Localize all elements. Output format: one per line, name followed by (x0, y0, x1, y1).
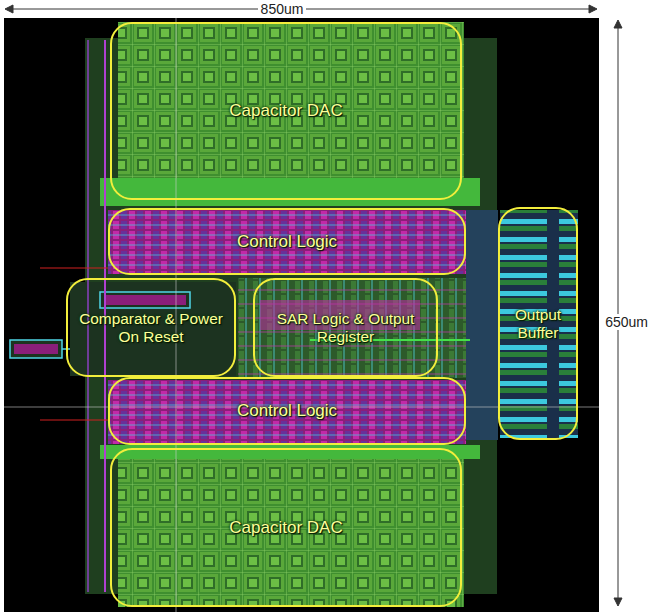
region-label: Output Buffer (500, 304, 576, 343)
region-outline: Capacitor DAC (110, 448, 462, 607)
dimension-label: 850um (258, 1, 307, 17)
region-label: SAR Logic & Output Register (255, 308, 436, 347)
region-outline: Output Buffer (498, 207, 578, 440)
region-outline: SAR Logic & Output Register (253, 278, 438, 377)
region-label: Capacitor DAC (225, 516, 346, 540)
dimension-label: 650um (602, 314, 651, 330)
region-label: Capacitor DAC (225, 99, 346, 123)
region-label: Control Logic (233, 399, 341, 423)
region-outline: Capacitor DAC (110, 22, 462, 200)
region-label: Control Logic (233, 230, 341, 254)
region-label: Comparator & Power On Reset (68, 308, 234, 347)
region-outline: Control Logic (108, 377, 466, 445)
region-outline: Comparator & Power On Reset (66, 278, 236, 377)
region-outline: Control Logic (108, 208, 466, 275)
